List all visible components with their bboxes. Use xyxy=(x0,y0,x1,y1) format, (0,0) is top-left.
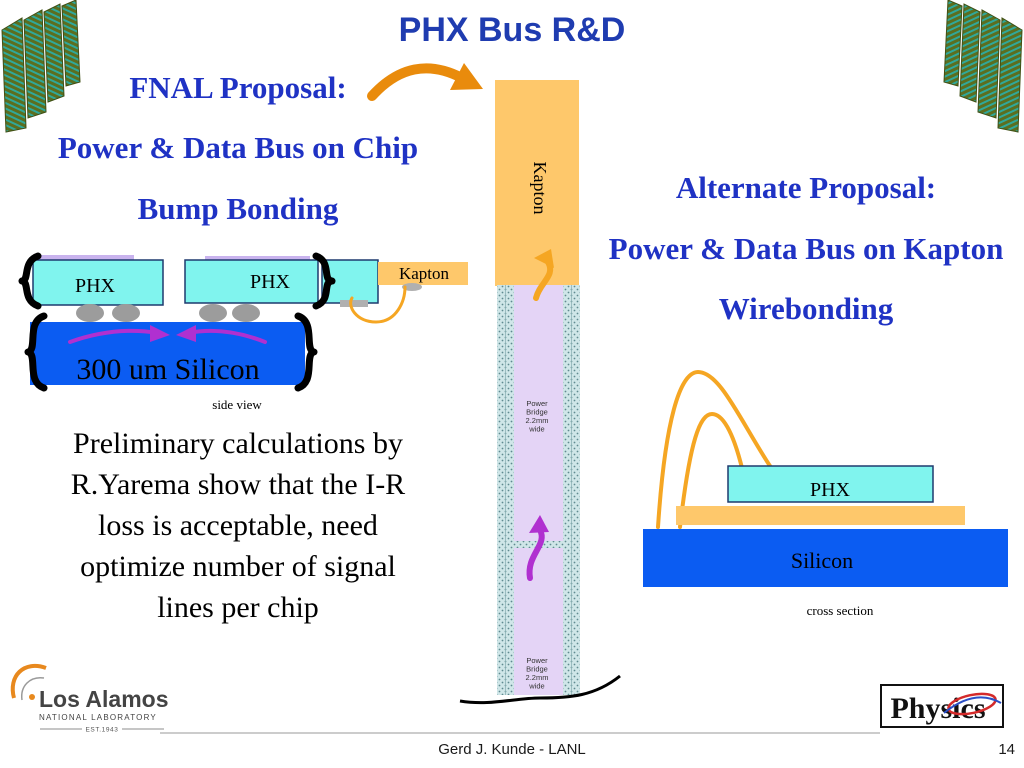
wirebond-outer xyxy=(656,369,772,529)
curved-arrow-icon xyxy=(367,63,483,101)
kapton-bus-diagram: Kapton Power Bridge 2.2mm wide xyxy=(459,80,621,705)
bus-break-line xyxy=(459,674,621,705)
chip-label-left: PHX xyxy=(75,275,116,297)
lanl-swoosh-icon xyxy=(21,677,45,701)
cross-section-caption: cross section xyxy=(807,603,874,618)
physics-logo-frame xyxy=(880,684,1004,728)
fnal-proposal-line: Bump Bonding xyxy=(137,191,339,226)
alternate-proposal-line: Wirebonding xyxy=(718,291,894,326)
silicon-substrate xyxy=(643,529,1008,587)
bridge-label-line: Power xyxy=(526,399,548,408)
contact-pad xyxy=(340,300,368,307)
lanl-swoosh-icon xyxy=(10,664,47,699)
kapton-bump xyxy=(402,283,422,291)
phx-chip-right xyxy=(184,259,319,304)
notes-line: loss is acceptable, need xyxy=(98,509,378,542)
solder-bump xyxy=(199,304,227,322)
side-view-diagram: PHX PHX Kapton 300 um Silicon side view xyxy=(18,252,468,412)
chip-label-right: PHX xyxy=(250,271,291,293)
notes-line: R.Yarema show that the I-R xyxy=(70,468,406,501)
fnal-proposal-line: Power & Data Bus on Chip xyxy=(57,130,419,165)
fnal-proposal-heading: FNAL Proposal: xyxy=(129,70,347,105)
physics-logo: Physics xyxy=(880,684,1004,728)
power-bridge-label-upper: Power Bridge 2.2mm wide xyxy=(526,399,549,434)
lanl-name: Los Alamos xyxy=(39,686,169,712)
footer-author: Gerd J. Kunde - LANL xyxy=(438,741,586,758)
power-bridge xyxy=(514,285,563,695)
chip-top-layer xyxy=(38,255,134,260)
solder-bump xyxy=(76,304,104,322)
bridge-label-line: Bridge xyxy=(526,665,548,674)
kapton-label: Kapton xyxy=(399,264,450,283)
solder-bump xyxy=(232,304,260,322)
substrate-label: 300 um Silicon xyxy=(76,353,259,386)
detector-panel xyxy=(23,9,47,119)
bridge-label-line: Bridge xyxy=(526,408,548,417)
silicon-substrate xyxy=(30,322,305,385)
lanl-logo: Los Alamos NATIONAL LABORATORY EST.1943 xyxy=(10,664,169,734)
kapton-tab xyxy=(378,262,468,285)
alternate-proposal-line: Power & Data Bus on Kapton xyxy=(608,231,1004,266)
kapton-vertical-label: Kapton xyxy=(530,162,550,215)
side-view-caption: side view xyxy=(212,397,262,412)
phx-chip xyxy=(727,465,934,503)
detector-panel xyxy=(43,3,65,103)
kapton-layer xyxy=(676,506,965,525)
detector-panel xyxy=(61,0,81,87)
curved-arrow-icon xyxy=(533,249,554,301)
notes-line: lines per chip xyxy=(157,591,319,624)
physics-logo-text: Physics xyxy=(890,692,985,725)
bracket-left-top xyxy=(18,252,42,310)
bridge-label-line: wide xyxy=(528,682,544,691)
chip-top-layer xyxy=(205,256,310,261)
bridge-label-line: wide xyxy=(528,425,544,434)
lanl-dot-icon xyxy=(29,694,35,700)
bus-arrow-icon xyxy=(68,325,267,344)
bracket-right-top xyxy=(312,252,336,310)
chip-label: PHX xyxy=(810,479,851,501)
phx-chip-left xyxy=(32,259,164,306)
curved-arrow-icon xyxy=(526,515,549,581)
kapton-strip xyxy=(495,80,579,286)
slide-title: PHX Bus R&D xyxy=(398,11,626,49)
solder-bump xyxy=(112,304,140,322)
kapton-connection-wire xyxy=(349,285,407,324)
alternate-proposal-heading: Alternate Proposal: xyxy=(675,170,937,205)
substrate-label: Silicon xyxy=(791,548,853,573)
bridge-label-line: Power xyxy=(526,656,548,665)
power-bridge-label-lower: Power Bridge 2.2mm wide xyxy=(526,656,549,691)
page-number: 14 xyxy=(998,741,1015,758)
cross-section-diagram: PHX Silicon cross section xyxy=(643,369,1008,618)
wirebond-inner xyxy=(678,411,744,529)
notes-paragraph: Preliminary calculations by R.Yarema sho… xyxy=(30,423,446,628)
detector-panel xyxy=(1,17,27,133)
bridge-label-line: 2.2mm xyxy=(526,673,549,682)
detector-graphic-left xyxy=(1,0,81,133)
bracket-right-bottom xyxy=(294,312,318,392)
bridge-label-line: 2.2mm xyxy=(526,416,549,425)
bracket-left-bottom xyxy=(24,312,48,392)
notes-line: Preliminary calculations by xyxy=(73,427,403,460)
lanl-established: EST.1943 xyxy=(86,727,119,734)
physics-swoosh-icon xyxy=(943,696,1002,714)
notes-line: optimize number of signal xyxy=(80,550,396,583)
lanl-subtitle: NATIONAL LABORATORY xyxy=(39,713,157,722)
